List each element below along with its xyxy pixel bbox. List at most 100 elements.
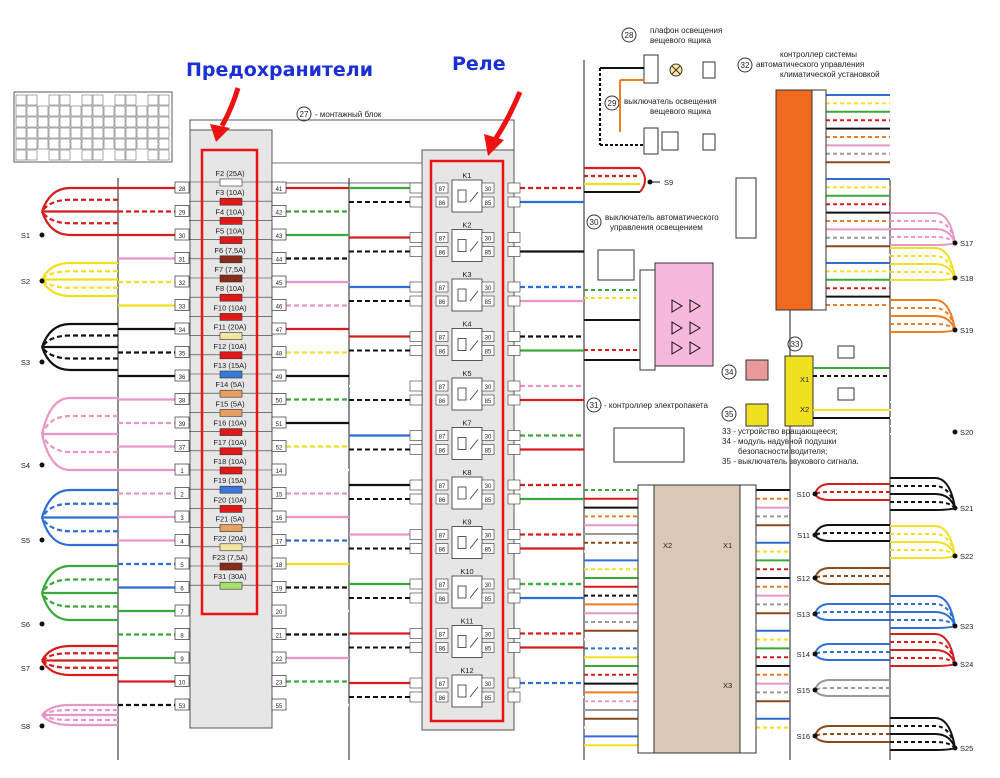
block-connector-pin xyxy=(271,299,287,311)
left-connector-pin xyxy=(174,416,190,429)
fuse-icon xyxy=(219,389,243,398)
left-pin-number: 2 xyxy=(180,493,184,499)
relay-pin-number: 86 xyxy=(439,251,446,257)
relay-pin-number: 30 xyxy=(485,187,492,193)
splice-point xyxy=(812,651,818,657)
splice-label: S17 xyxy=(960,239,973,248)
left-connector-pin xyxy=(174,463,190,476)
fuse-icon xyxy=(219,236,243,244)
left-pin-number: 28 xyxy=(179,187,186,193)
fuse-icon xyxy=(219,581,243,590)
fuse-icon xyxy=(219,351,243,360)
splice-label: S24 xyxy=(960,660,973,669)
left-connector-pin xyxy=(174,252,190,264)
relay-pin-number: 30 xyxy=(485,484,492,490)
splice-label: S11 xyxy=(797,531,810,540)
fuse-label: F23 (7,5A) xyxy=(212,553,248,562)
splice-point xyxy=(39,278,45,284)
svg-text:33: 33 xyxy=(791,340,800,349)
fuses-highlight-box xyxy=(200,148,259,616)
left-pin-number: 33 xyxy=(179,305,186,311)
left-connector-pin xyxy=(174,651,190,664)
relays-highlight-box xyxy=(429,159,505,723)
splice-label: S15 xyxy=(797,686,810,695)
relay-label: K11 xyxy=(461,617,474,626)
item29-number: 29 xyxy=(608,99,617,108)
block-connector-pin xyxy=(271,487,287,499)
connector-icon xyxy=(735,177,757,239)
splice-point xyxy=(812,611,818,617)
relay-pin-number: 30 xyxy=(485,682,492,688)
relay-pin-number: 30 xyxy=(485,286,492,292)
relay-pin-number: 87 xyxy=(439,336,446,342)
relay-pin-number: 86 xyxy=(439,597,446,603)
left-pin-number: 10 xyxy=(179,681,186,687)
relay-pin-number: 85 xyxy=(485,597,492,603)
splice-point xyxy=(952,429,958,435)
fuse-label: F15 (5A) xyxy=(215,399,245,408)
fuse-icon xyxy=(219,332,243,340)
block-pin-number: 47 xyxy=(276,328,283,334)
light-sensor-module xyxy=(654,262,714,367)
climate-controller xyxy=(775,89,813,311)
left-connector-pin xyxy=(174,228,190,241)
splice-point xyxy=(812,491,818,497)
splice-point xyxy=(952,661,958,667)
fuse-icon xyxy=(219,524,243,532)
left-connector-pin xyxy=(174,534,190,546)
left-connector-pin xyxy=(174,393,190,405)
left-pin-number: 36 xyxy=(179,375,186,381)
relay-label: K10 xyxy=(460,567,473,576)
item29-label1: выключатель освещения xyxy=(624,97,717,106)
splice-point xyxy=(39,537,45,543)
fuse-icon xyxy=(219,274,243,283)
splice-label: S21 xyxy=(960,504,973,513)
item30-number: 30 xyxy=(590,218,599,227)
item32-label3: климатической установкой xyxy=(780,70,880,79)
block-connector-pin xyxy=(271,463,287,476)
relay-pin-number: 30 xyxy=(485,534,492,540)
left-pin-number: 9 xyxy=(180,657,184,663)
left-connector-pin xyxy=(174,322,190,335)
left-connector-pin xyxy=(174,510,190,523)
relay-pin-number: 85 xyxy=(485,696,492,702)
splice-label: S10 xyxy=(797,490,810,499)
relay-coil-icon xyxy=(457,585,479,599)
relay-pin-number: 87 xyxy=(439,583,446,589)
splice-label: S3 xyxy=(21,358,30,367)
fuse-label: F7 (7,5A) xyxy=(214,265,246,274)
svg-text:34: 34 xyxy=(725,368,734,377)
block27-label: - монтажный блок xyxy=(315,110,382,119)
relays-title: Реле xyxy=(452,53,506,75)
svg-text:35: 35 xyxy=(725,410,734,419)
legend-34a: 34 - модуль надувной подушки xyxy=(722,437,836,446)
connector-icon xyxy=(702,61,716,79)
block-connector-pin xyxy=(271,698,287,711)
relay-pin-number: 87 xyxy=(439,484,446,490)
fuses-title: Предохранители xyxy=(186,59,373,81)
splice-label: S2 xyxy=(21,277,30,286)
item28-number: 28 xyxy=(625,31,634,40)
block-pin-number: 23 xyxy=(276,681,283,687)
block-pin-number: 20 xyxy=(276,610,283,616)
block-pin-number: 55 xyxy=(276,704,283,710)
splice-label: S18 xyxy=(960,274,973,283)
fuse-label: F6 (7,5A) xyxy=(214,246,246,255)
relay-pin-number: 85 xyxy=(485,350,492,356)
block-connector-pin xyxy=(271,369,287,382)
left-pin-number: 7 xyxy=(180,610,184,616)
fuse-label: F14 (5A) xyxy=(215,380,245,389)
left-pin-number: 8 xyxy=(180,634,184,640)
fuse-icon xyxy=(219,313,243,321)
splice-point xyxy=(952,327,958,333)
left-connector-pin xyxy=(174,581,190,593)
fuse-icon xyxy=(219,217,243,225)
splice-label: S7 xyxy=(21,664,30,673)
left-connector-pin xyxy=(174,369,190,382)
left-connector-pin xyxy=(174,487,190,499)
block-connector-pin xyxy=(271,181,287,194)
